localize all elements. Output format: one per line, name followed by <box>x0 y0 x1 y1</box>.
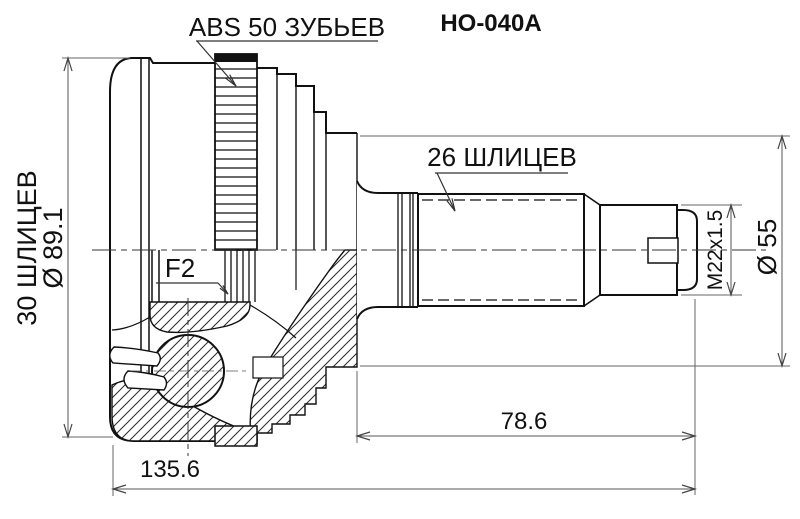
abs-ring-label: ABS 50 ЗУБЬЕВ <box>189 12 385 42</box>
inner-race-section <box>149 301 251 334</box>
section-interior <box>109 249 358 447</box>
splines26-leader-arrow <box>446 198 456 212</box>
overall-length-dimension: 135.6 <box>140 456 200 483</box>
section-back-mass <box>249 249 358 445</box>
abs-leader <box>196 40 237 87</box>
groove-label: F2 <box>165 253 195 283</box>
shaft-neck-outline <box>356 180 418 320</box>
dimension-arrows <box>63 55 787 494</box>
cage-curve-right <box>249 304 297 339</box>
inner-spline-bars <box>224 250 256 302</box>
abs-ring-section <box>214 425 258 447</box>
outer-splines-label: 26 ШЛИЦЕВ <box>427 142 577 172</box>
centerlines <box>92 249 766 456</box>
abs-tone-ring <box>214 53 258 251</box>
back-steps-fill <box>257 68 357 250</box>
cage-lip-upper <box>109 346 161 367</box>
shaft-chamfer <box>583 193 601 307</box>
splines26-leader <box>436 172 456 212</box>
thread-dimension: M22x1.5 <box>704 210 727 291</box>
cage-window <box>252 356 284 379</box>
boot-diameter-dimension: Ø 55 <box>752 219 782 275</box>
stem-length-dimension: 78.6 <box>501 408 548 435</box>
abs-ring-teeth <box>215 61 257 250</box>
text-labels: ABS 50 ЗУБЬЕВ HO-040A 26 ШЛИЦЕВ F2 78.6 … <box>12 10 782 483</box>
cage-curve-left <box>111 316 151 331</box>
bore-wall-lines <box>151 250 297 302</box>
part-code: HO-040A <box>440 10 541 37</box>
abs-leader-arrow <box>225 74 237 87</box>
dimension-system <box>62 55 790 496</box>
extension-lines <box>62 57 790 496</box>
f2-leader-arrow <box>219 285 229 295</box>
spline-root-lines <box>422 199 580 301</box>
leader-callouts <box>156 40 568 295</box>
cage-lip-lower <box>123 370 168 391</box>
inner-splines-label: 30 ШЛИЦЕВ <box>12 170 42 325</box>
outer-diameter-dimension: Ø 89.1 <box>38 207 68 288</box>
abs-ring-top-band <box>215 54 257 62</box>
dimension-lines <box>67 58 783 490</box>
